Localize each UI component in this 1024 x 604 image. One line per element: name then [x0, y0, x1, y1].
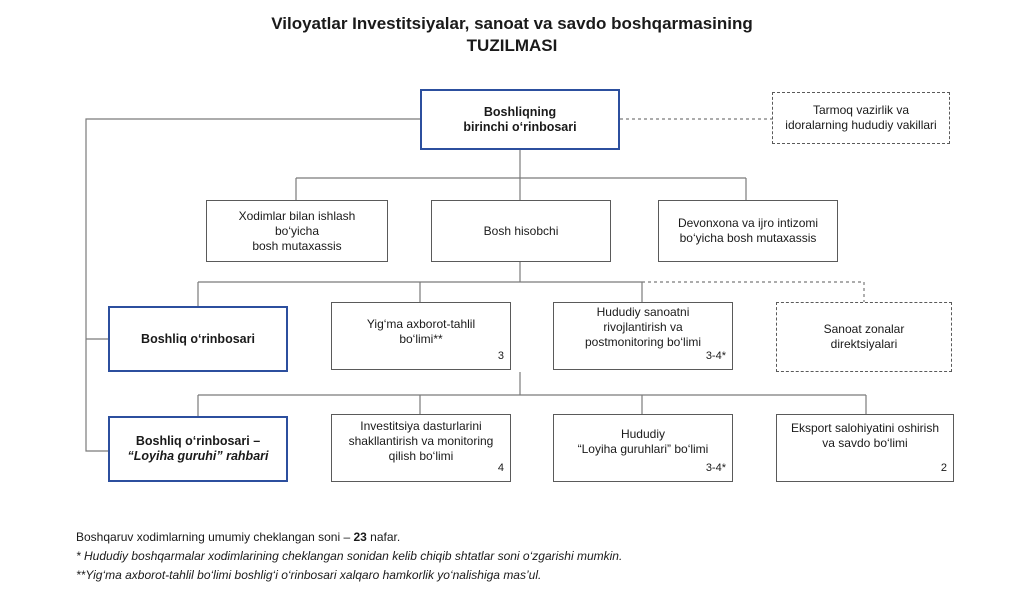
deputy-project-box: Boshliq o‘rinbosari – “Loyiha guruhi” ra… — [108, 416, 288, 482]
industrial-zones-box: Sanoat zonalar direktsiyalari — [776, 302, 952, 372]
footer-total-staff: Boshqaruv xodimlarning umumiy cheklangan… — [76, 530, 400, 544]
office-specialist-label: Devonxona va ijro intizomi bo‘yicha bosh… — [677, 216, 819, 245]
left-spine-line — [85, 118, 420, 452]
export-dept-label: Eksport salohiyatini oshirish va savdo b… — [790, 421, 940, 450]
diagram-title: Viloyatlar Investitsiyalar, sanoat va sa… — [271, 14, 753, 33]
analytics-dept-label: Yig‘ma axborot-tahlil bo‘limi** — [366, 317, 476, 346]
ministry-reps-label: Tarmoq vazirlik va idoralarning hududiy … — [785, 103, 937, 132]
deputy-project-label-line2: “Loyiha guruhi” rahbari — [127, 449, 269, 463]
ministry-reps-box: Tarmoq vazirlik va idoralarning hududiy … — [772, 92, 950, 144]
export-staff-count: 2 — [940, 462, 947, 474]
hr-specialist-label: Xodimlar bilan ishlash bo‘yicha bosh mut… — [238, 208, 356, 253]
footer-note-1: * Hududiy boshqarmalar xodimlarining che… — [76, 549, 623, 563]
diagram-subtitle: TUZILMASI — [466, 36, 558, 55]
project-groups-staff-count: 3-4* — [705, 462, 726, 474]
deputy-box: Boshliq o‘rinbosari — [108, 306, 288, 372]
footer-total-suffix: nafar. — [366, 530, 401, 544]
investment-dept-box: Investitsiya dasturlarini shakllantirish… — [331, 414, 511, 482]
zones-dashed-line — [642, 281, 865, 302]
project-groups-dept-label: Hududiy “Loyiha guruhlari” bo‘limi — [577, 427, 709, 456]
footer-total-prefix: Boshqaruv xodimlarning umumiy cheklangan… — [76, 530, 354, 544]
project-groups-dept-box: Hududiy “Loyiha guruhlari” bo‘limi 3-4* — [553, 414, 733, 482]
analytics-staff-count: 3 — [497, 350, 504, 362]
investment-staff-count: 4 — [497, 462, 504, 474]
deputy-project-label-line1: Boshliq o‘rinbosari – — [135, 434, 261, 448]
footer-note-2: **Yig‘ma axborot-tahlil bo‘limi boshlig‘… — [76, 568, 542, 582]
first-deputy-box: Boshliqning birinchi o‘rinbosari — [420, 89, 620, 150]
industry-dept-box: Hududiy sanoatni rivojlantirish va postm… — [553, 302, 733, 370]
industrial-zones-label: Sanoat zonalar direktsiyalari — [823, 322, 905, 351]
export-dept-box: Eksport salohiyatini oshirish va savdo b… — [776, 414, 954, 482]
chief-accountant-box: Bosh hisobchi — [431, 200, 611, 262]
analytics-dept-box: Yig‘ma axborot-tahlil bo‘limi** 3 — [331, 302, 511, 370]
hr-specialist-box: Xodimlar bilan ishlash bo‘yicha bosh mut… — [206, 200, 388, 262]
industry-staff-count: 3-4* — [705, 350, 726, 362]
deputy-label: Boshliq o‘rinbosari — [141, 331, 255, 346]
office-specialist-box: Devonxona va ijro intizomi bo‘yicha bosh… — [658, 200, 838, 262]
industry-dept-label: Hududiy sanoatni rivojlantirish va postm… — [584, 305, 702, 349]
footer-total-number: 23 — [353, 530, 367, 544]
first-deputy-label: Boshliqning birinchi o‘rinbosari — [463, 104, 577, 134]
investment-dept-label: Investitsiya dasturlarini shakllantirish… — [348, 419, 494, 463]
chief-accountant-label: Bosh hisobchi — [483, 223, 559, 238]
